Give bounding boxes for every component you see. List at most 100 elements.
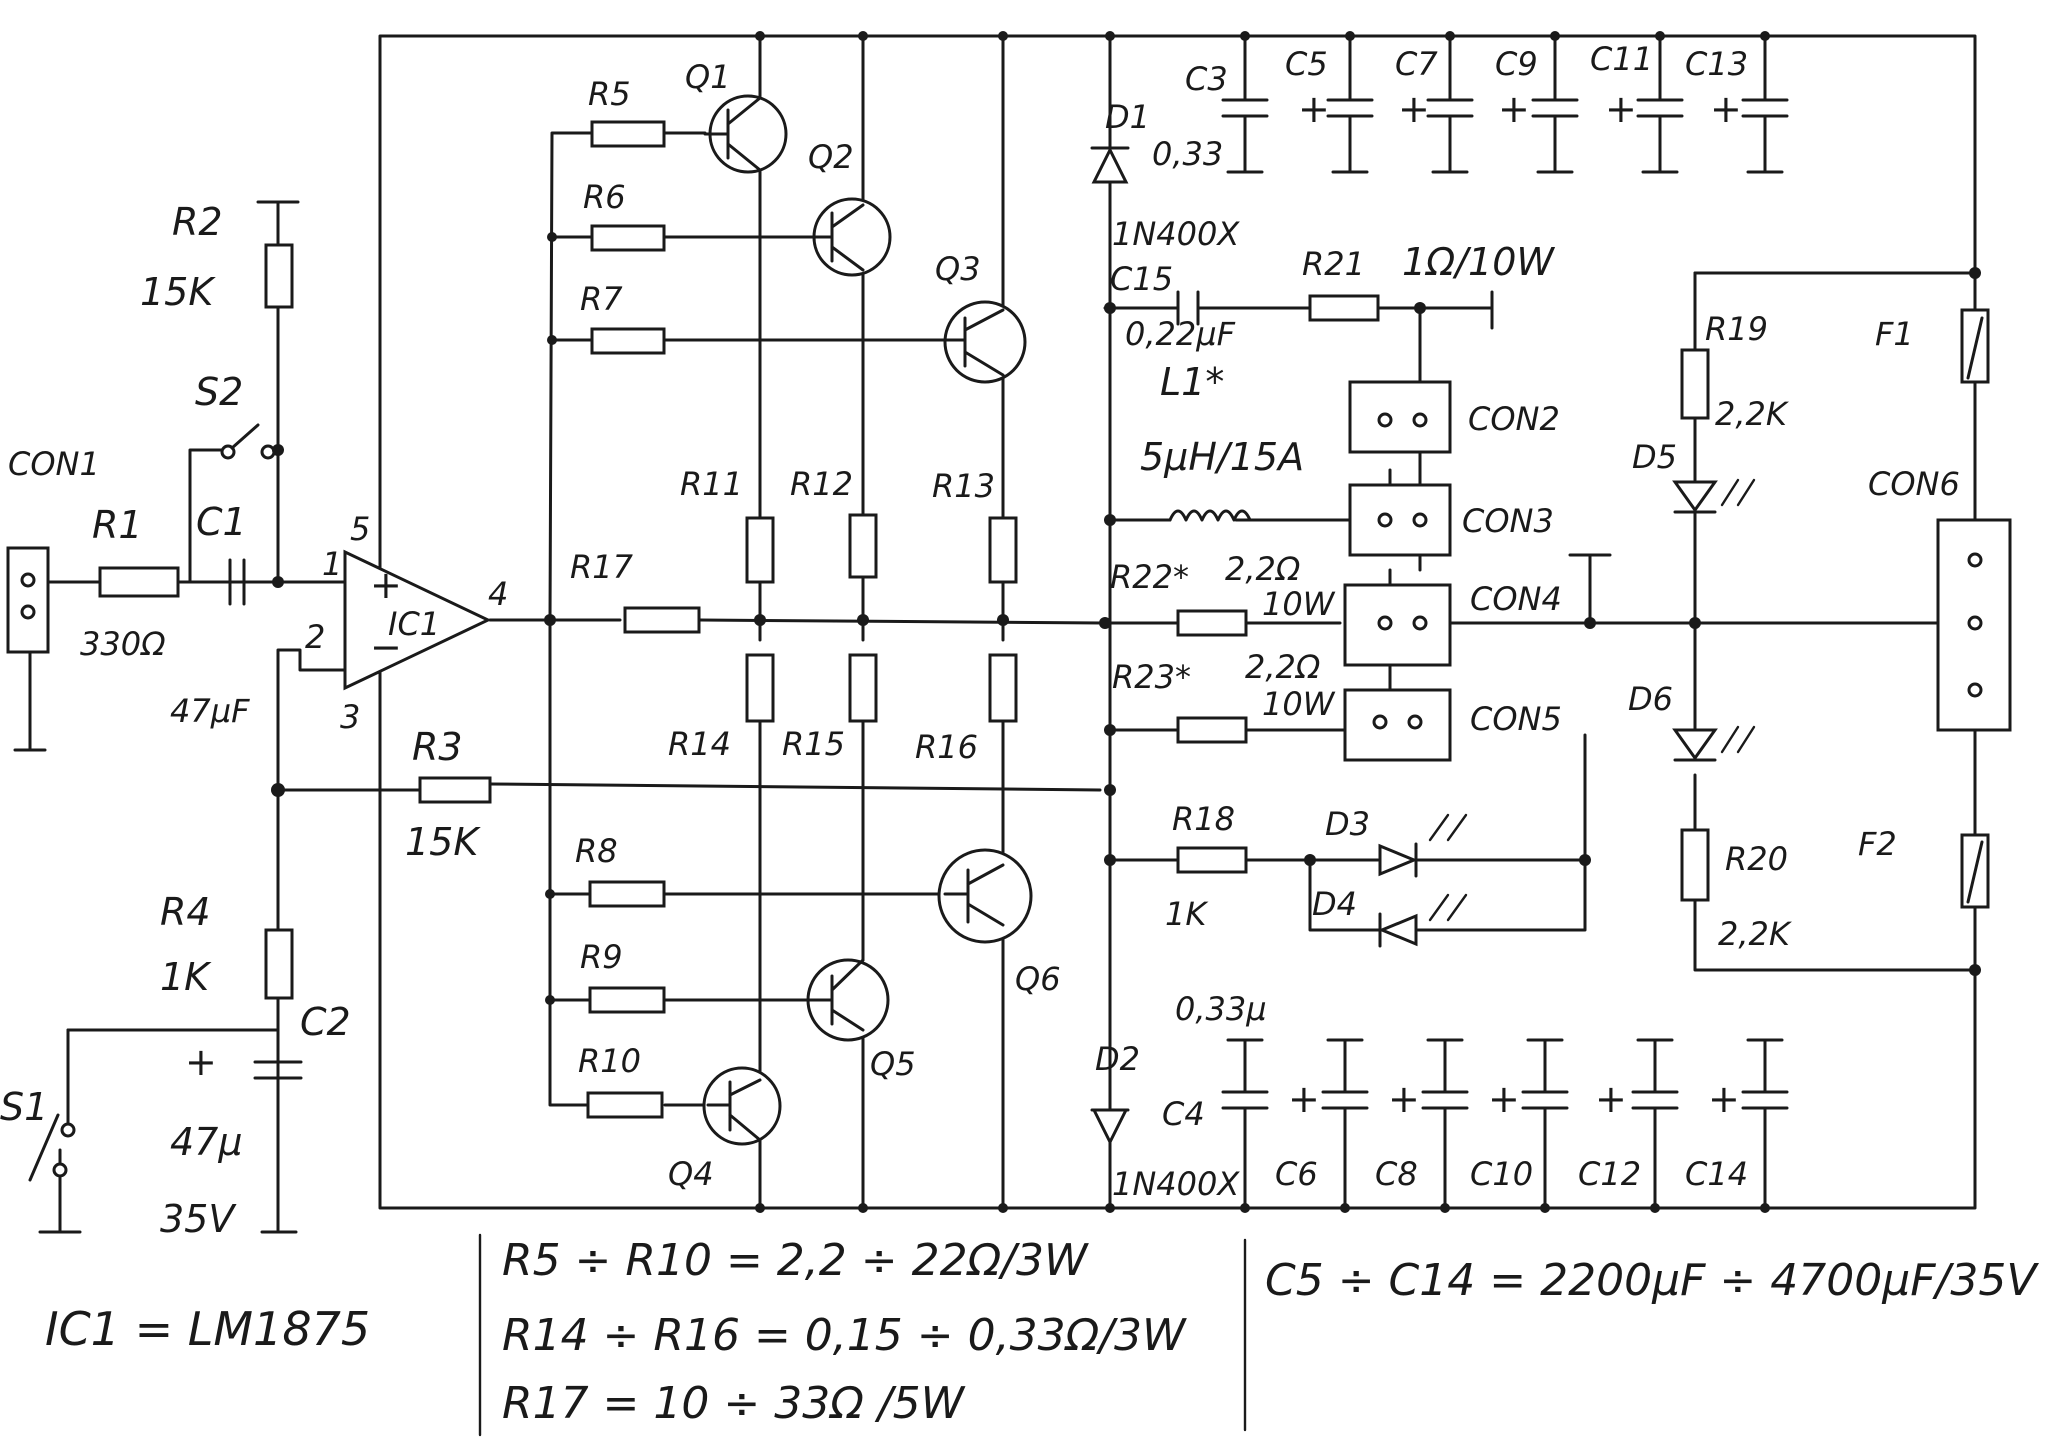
r12-resistor	[848, 513, 878, 579]
note-ic: IC1 = LM1875	[45, 1302, 370, 1356]
q5-label: Q5	[870, 1045, 916, 1083]
q4-transistor	[702, 1066, 782, 1146]
q2-label: Q2	[808, 138, 854, 176]
con2-connector	[1348, 380, 1452, 454]
s2-label: S2	[195, 370, 243, 414]
con5-connector	[1343, 688, 1452, 762]
c2-value2: 35V	[160, 1197, 237, 1241]
c4-label: C4	[1162, 1095, 1205, 1133]
r13-label: R13	[932, 467, 995, 505]
r10-label: R10	[578, 1042, 641, 1080]
c4-value: 0,33µ	[1175, 990, 1267, 1028]
r7-label: R7	[580, 280, 623, 318]
l1-label: L1*	[1160, 360, 1224, 404]
transistors	[702, 94, 1033, 1146]
pin5-label: 5	[350, 510, 370, 548]
resistors	[98, 120, 1710, 1119]
r21-label: R21	[1302, 245, 1365, 283]
r15-label: R15	[782, 725, 845, 763]
s1-switch	[28, 1028, 76, 1182]
c7-capacitor	[1426, 98, 1474, 118]
c1-value: 47µF	[170, 692, 250, 730]
r17-resistor	[623, 606, 701, 634]
c9-capacitor	[1531, 98, 1579, 118]
ic1-label: IC1	[388, 605, 440, 643]
r5-label: R5	[588, 75, 631, 113]
pin3-label: 3	[340, 698, 360, 736]
r19-resistor	[1680, 348, 1710, 420]
con5-label: CON5	[1470, 700, 1562, 738]
r10-resistor	[586, 1091, 664, 1119]
d4-led	[1378, 893, 1468, 948]
d6-label: D6	[1628, 680, 1673, 718]
f1-label: F1	[1875, 315, 1914, 353]
con4-label: CON4	[1470, 580, 1562, 618]
con6-label: CON6	[1868, 465, 1960, 503]
note-r14-r16: R14 ÷ R16 = 0,15 ÷ 0,33Ω/3W	[502, 1310, 1187, 1361]
r6-resistor	[590, 224, 666, 252]
r13-resistor	[988, 516, 1018, 584]
junctions	[271, 31, 1981, 1213]
c11-capacitor	[1636, 98, 1684, 118]
r16-label: R16	[915, 728, 978, 766]
r19-value: 2,2K	[1715, 395, 1790, 433]
c5-capacitor	[1326, 98, 1374, 118]
pin2-label: 2	[305, 618, 325, 656]
r12-label: R12	[790, 465, 853, 503]
c8-capacitor	[1421, 1090, 1469, 1110]
c6-capacitor	[1321, 1090, 1369, 1110]
r8-label: R8	[575, 832, 618, 870]
r21-resistor	[1308, 294, 1380, 322]
r16-resistor	[988, 653, 1018, 723]
c10-plus: +	[1488, 1077, 1520, 1121]
c13-plus: +	[1710, 87, 1742, 131]
c15-capacitor	[1176, 290, 1200, 326]
c14-label: C14	[1685, 1155, 1748, 1193]
r4-resistor	[264, 928, 294, 1000]
c9-label: C9	[1495, 45, 1538, 83]
con1-label: CON1	[8, 445, 100, 483]
c14-plus: +	[1708, 1077, 1740, 1121]
c2-capacitor	[253, 1060, 303, 1080]
q2-transistor	[812, 197, 892, 277]
c2-value1: 47µ	[170, 1120, 243, 1164]
q1-transistor	[703, 94, 788, 174]
r7-resistor	[590, 327, 666, 355]
q1-label: Q1	[685, 58, 731, 96]
c13-label: C13	[1685, 45, 1748, 83]
c14-capacitor	[1741, 1090, 1789, 1110]
f2-label: F2	[1858, 825, 1897, 863]
s1-label: S1	[0, 1085, 48, 1129]
q6-label: Q6	[1015, 960, 1061, 998]
q4-label: Q4	[668, 1155, 714, 1193]
r8-resistor	[588, 880, 666, 908]
d2-value: 1N400X	[1112, 1165, 1240, 1203]
capacitors	[188, 98, 1789, 1110]
c10-label: C10	[1470, 1155, 1533, 1193]
r3-value: 15K	[405, 820, 481, 864]
c6-plus: +	[1288, 1077, 1320, 1121]
c3-label: C3	[1185, 60, 1228, 98]
c6-label: C6	[1275, 1155, 1318, 1193]
c8-label: C8	[1375, 1155, 1418, 1193]
r9-resistor	[588, 986, 666, 1014]
ic1-minus: −	[370, 625, 402, 669]
r20-resistor	[1680, 828, 1710, 902]
d3-label: D3	[1325, 805, 1370, 843]
r22-label: R22*	[1110, 558, 1189, 596]
r22-resistor	[1176, 609, 1248, 637]
d1-label: D1	[1105, 98, 1150, 136]
r9-label: R9	[580, 938, 623, 976]
r23-watt: 10W	[1262, 685, 1336, 723]
c5-label: C5	[1285, 45, 1328, 83]
l1-inductor	[1168, 509, 1252, 522]
r11-resistor	[745, 516, 775, 584]
q3-transistor	[943, 300, 1027, 384]
r18-label: R18	[1172, 800, 1235, 838]
c9-plus: +	[1498, 87, 1530, 131]
con3-connector	[1348, 483, 1452, 557]
con3-label: CON3	[1462, 502, 1554, 540]
c8-plus: +	[1388, 1077, 1420, 1121]
ic1-plus: +	[370, 563, 402, 607]
r20-label: R20	[1725, 840, 1788, 878]
